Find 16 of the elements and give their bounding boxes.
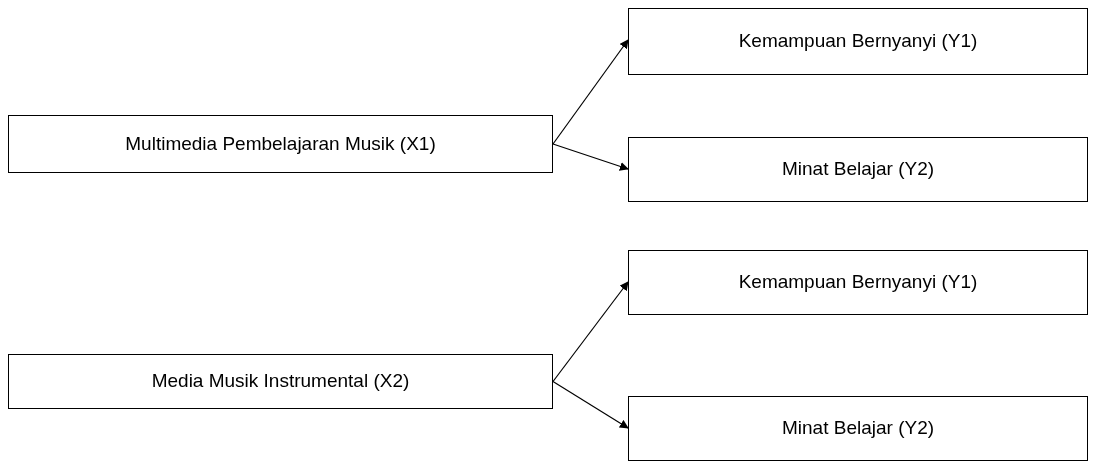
arrow: [552, 39, 629, 145]
arrow: [552, 143, 629, 171]
arrow: [552, 380, 629, 429]
variable-box: [628, 137, 1088, 202]
arrow: [552, 281, 629, 383]
variable-label: Kemampuan Bernyanyi (Y1): [738, 30, 978, 53]
variable-box: [8, 115, 553, 173]
variable-label: Multimedia Pembelajaran Musik (X1): [125, 132, 436, 156]
variable-box: [628, 396, 1088, 461]
variable-label: Minat Belajar (Y2): [781, 158, 935, 181]
variable-box: [628, 8, 1088, 75]
variable-label: Kemampuan Bernyanyi (Y1): [738, 271, 978, 294]
variable-box: [628, 250, 1088, 315]
variable-label: Media Musik Instrumental (X2): [151, 370, 410, 393]
variable-label: Minat Belajar (Y2): [781, 417, 935, 440]
variable-box: [8, 354, 553, 409]
